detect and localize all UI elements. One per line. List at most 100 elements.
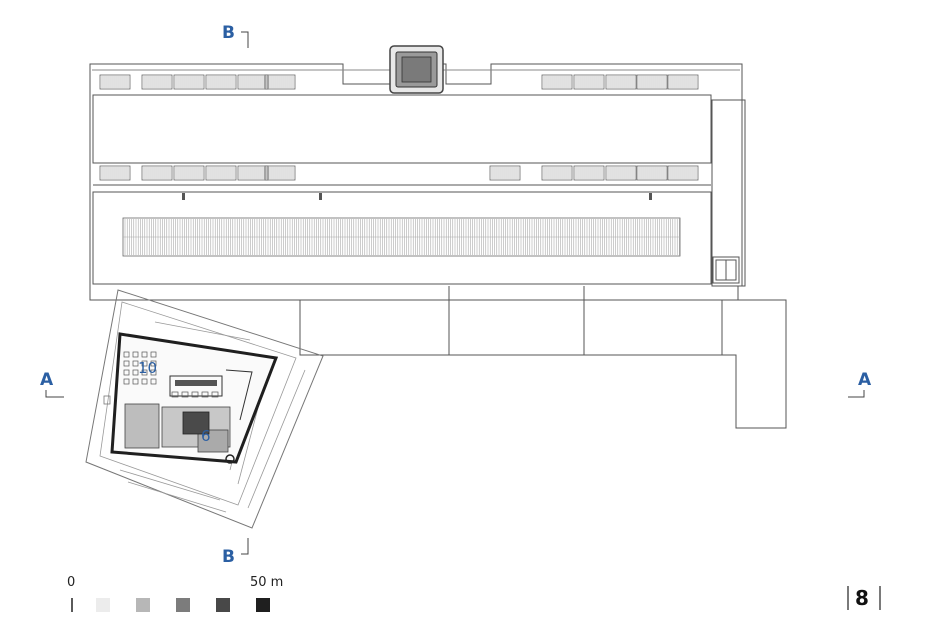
site-marker — [103, 395, 111, 405]
scale-swatch — [216, 598, 230, 612]
roof-marker — [649, 193, 652, 200]
table — [191, 391, 199, 398]
table — [150, 360, 157, 367]
page-number-box: 8 — [847, 586, 881, 610]
central-skylight — [122, 217, 681, 257]
skylight — [573, 74, 605, 90]
table — [150, 369, 157, 376]
roof-lower-strip — [92, 191, 712, 285]
skylight — [636, 165, 668, 181]
skylight — [605, 74, 637, 90]
bar-counter — [169, 375, 223, 397]
section-b-bottom-line — [241, 538, 249, 555]
scale-start-label: 0 — [67, 575, 75, 590]
column-circle — [225, 454, 235, 464]
skylight — [99, 165, 131, 181]
skylight — [264, 74, 296, 90]
skylight — [489, 165, 521, 181]
skylight — [205, 74, 237, 90]
table — [211, 391, 219, 398]
table — [201, 391, 209, 398]
scale-swatch — [256, 598, 270, 612]
section-a-left-letter: A — [40, 370, 54, 390]
roof-marker — [319, 193, 322, 200]
scale-swatch — [176, 598, 190, 612]
section-a-right-line — [848, 390, 865, 398]
roof-markers — [182, 193, 652, 200]
pavilion: 10 6 — [85, 289, 324, 529]
roof-upper-strip — [92, 94, 712, 164]
table — [132, 351, 139, 358]
section-b-top-line — [241, 31, 249, 48]
table — [181, 391, 189, 398]
table — [141, 378, 148, 385]
table — [171, 391, 179, 398]
service-box — [712, 256, 740, 284]
table — [123, 351, 130, 358]
page-number: 8 — [855, 586, 869, 610]
grey-room-west — [124, 403, 160, 449]
skylight — [636, 74, 668, 90]
scale-end-label: 50 m — [250, 575, 283, 590]
skylight — [667, 165, 699, 181]
roof-marker — [182, 193, 185, 200]
tower-core — [401, 56, 432, 83]
stair-block — [182, 411, 210, 435]
skylight — [573, 165, 605, 181]
landscape-line — [154, 321, 251, 341]
table — [132, 378, 139, 385]
scale-swatch — [136, 598, 150, 612]
table — [150, 351, 157, 358]
skylight — [141, 165, 173, 181]
main-building-outline — [89, 63, 746, 301]
pavilion-site-outline — [85, 289, 324, 529]
table — [141, 351, 148, 358]
skylight — [173, 74, 205, 90]
table — [123, 360, 130, 367]
skylight — [541, 74, 573, 90]
skylight — [173, 165, 205, 181]
lower-volumes — [299, 285, 787, 429]
bar-counter-inner — [175, 380, 217, 386]
section-b-top-letter: B — [222, 23, 235, 43]
skylight — [141, 74, 173, 90]
skylight — [237, 165, 269, 181]
grey-room-east — [197, 429, 229, 453]
interior-partition — [225, 369, 253, 421]
landscape-line — [127, 481, 227, 513]
table — [150, 378, 157, 385]
scale-swatch — [96, 598, 110, 612]
section-b-bottom-letter: B — [222, 547, 235, 567]
section-markers: B B A A — [40, 23, 872, 567]
table-layout — [123, 351, 219, 398]
skylight — [541, 165, 573, 181]
main-building — [89, 63, 746, 301]
table — [141, 360, 148, 367]
pavilion-site-inner — [99, 301, 297, 506]
room-number-6: 6 — [201, 427, 211, 445]
scale-bar: 0 50 m — [67, 575, 283, 612]
skylight — [667, 74, 699, 90]
lower-volume-outline — [299, 300, 723, 356]
skylight — [205, 165, 237, 181]
section-a-left-line — [45, 390, 64, 398]
skylight — [605, 165, 637, 181]
room-number-10: 10 — [138, 359, 157, 377]
scale-swatches — [96, 598, 270, 612]
skylight-groups — [99, 74, 699, 181]
table — [141, 369, 148, 376]
stair-tower — [389, 45, 444, 94]
skylight — [264, 165, 296, 181]
service-column — [711, 99, 743, 287]
table — [123, 378, 130, 385]
section-a-right-letter: A — [858, 370, 872, 390]
table — [132, 369, 139, 376]
east-annex — [722, 285, 787, 429]
service-box-inner — [715, 259, 737, 281]
table — [132, 360, 139, 367]
skylight — [237, 74, 269, 90]
landscape-line — [247, 369, 306, 509]
skylight — [99, 74, 131, 90]
landscape-line — [119, 469, 221, 501]
